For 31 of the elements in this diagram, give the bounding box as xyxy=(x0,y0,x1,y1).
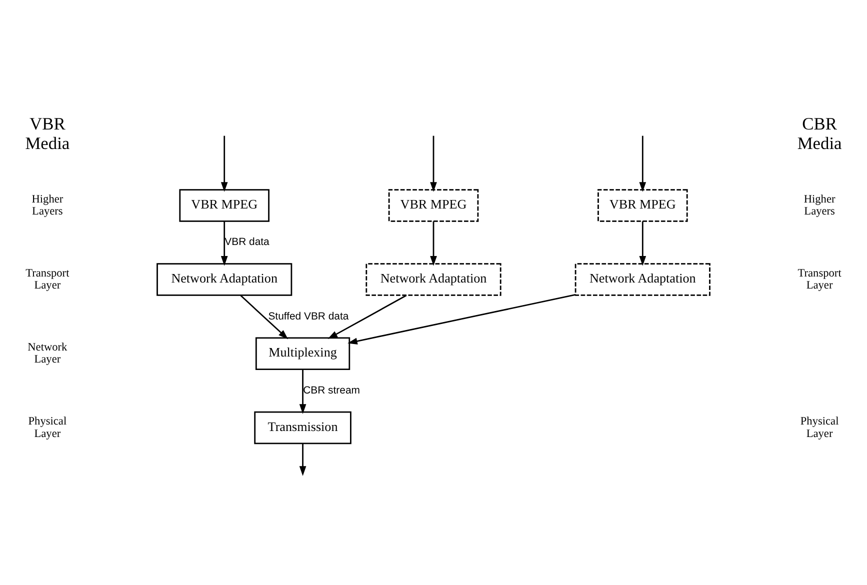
arrow xyxy=(220,221,228,266)
node-box: Network Adaptation xyxy=(366,263,502,296)
node-box: VBR MPEG xyxy=(388,189,479,222)
arrow xyxy=(299,369,306,414)
arrow xyxy=(639,221,646,266)
arrow xyxy=(430,136,437,192)
label: VBR Media xyxy=(25,114,70,153)
arrow xyxy=(328,294,407,339)
label: Network Layer xyxy=(28,341,68,366)
edge-label: CBR stream xyxy=(303,385,360,396)
label: Physical Layer xyxy=(800,416,839,440)
label: Transport Layer xyxy=(26,267,70,292)
node-box: Multiplexing xyxy=(255,337,350,370)
arrow xyxy=(220,136,228,192)
node-box: VBR MPEG xyxy=(179,189,270,222)
label: Higher Layers xyxy=(32,193,64,218)
edge-label: Stuffed VBR data xyxy=(268,311,349,322)
label: Higher Layers xyxy=(804,193,836,218)
node-box: VBR MPEG xyxy=(598,189,688,222)
arrow xyxy=(240,294,288,340)
arrow xyxy=(299,443,306,476)
arrow xyxy=(430,221,437,266)
arrow xyxy=(348,294,576,345)
node-box: Transmission xyxy=(254,411,352,444)
edge-label: VBR data xyxy=(224,237,270,248)
label: CBR Media xyxy=(797,114,842,153)
label: Transport Layer xyxy=(798,267,842,292)
label: Physical Layer xyxy=(28,416,67,440)
node-box: Network Adaptation xyxy=(156,263,292,296)
node-box: Network Adaptation xyxy=(574,263,710,296)
arrow xyxy=(639,136,646,192)
